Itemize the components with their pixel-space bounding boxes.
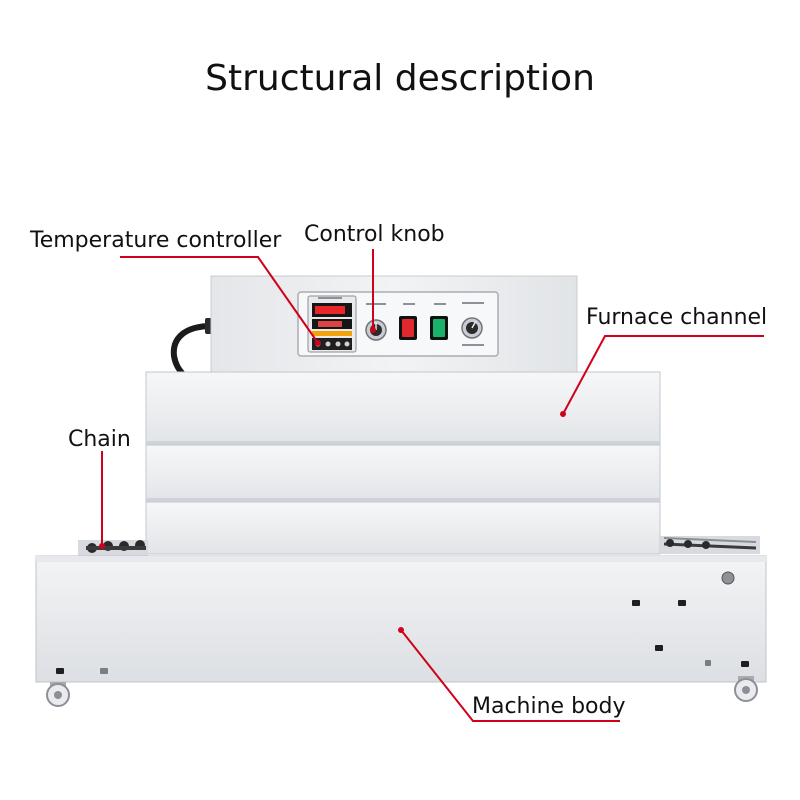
leader-machine-body	[400, 629, 620, 722]
leader-temperature-controller	[120, 256, 319, 344]
label-temperature-controller: Temperature controller	[30, 228, 282, 253]
caster-right	[734, 676, 758, 702]
caster-left	[46, 682, 70, 707]
label-furnace-channel: Furnace channel	[586, 305, 768, 330]
leader-endpoints	[99, 327, 566, 633]
panel-caption-marks	[318, 297, 484, 346]
red-switch	[399, 316, 417, 340]
page-title: Structural description	[205, 58, 595, 99]
machine-body	[35, 555, 767, 683]
chain-rollers-left	[78, 540, 148, 556]
label-machine-body: Machine body	[472, 694, 626, 719]
leader-furnace-channel	[562, 335, 764, 415]
temperature-controller-unit	[307, 295, 357, 353]
label-chain: Chain	[68, 427, 131, 452]
label-control-knob: Control knob	[304, 222, 445, 247]
chain-rollers-right	[660, 536, 760, 554]
leader-lines	[101, 249, 764, 722]
green-switch	[430, 316, 448, 340]
temperature-knob	[461, 317, 483, 339]
furnace-channel	[145, 371, 661, 555]
